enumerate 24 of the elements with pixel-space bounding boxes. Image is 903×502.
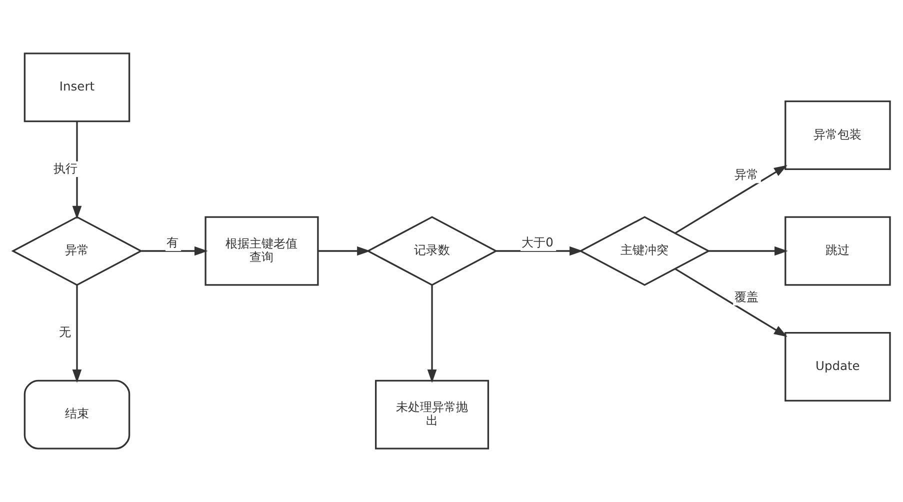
node-box: 未处理异常抛出 — [374, 380, 490, 450]
arrow — [674, 268, 788, 337]
edge-label: 异常 — [734, 167, 759, 182]
node-box: Update — [784, 332, 891, 402]
arrow — [427, 285, 437, 383]
node-box: 异常包装 — [784, 100, 891, 170]
node-diamond: 异常 — [11, 216, 143, 286]
arrow — [72, 284, 82, 383]
node-box: Insert — [24, 52, 130, 122]
arrow — [674, 165, 788, 234]
node-box: 跳过 — [784, 216, 891, 286]
arrow — [708, 246, 788, 256]
edge-label: 大于0 — [522, 235, 554, 250]
edge-label: 覆盖 — [734, 290, 759, 304]
arrow — [496, 246, 583, 256]
edge-label: 有 — [166, 235, 179, 250]
node-diamond: 主键冲突 — [578, 216, 710, 286]
node-box: 结束 — [24, 380, 130, 450]
node-box: 根据主键老值查询 — [204, 216, 319, 286]
arrow — [141, 246, 208, 256]
edge-label: 执行 — [54, 161, 78, 176]
edge-label: 无 — [59, 324, 72, 339]
node-diamond: 记录数 — [366, 216, 498, 286]
arrow — [318, 246, 370, 256]
